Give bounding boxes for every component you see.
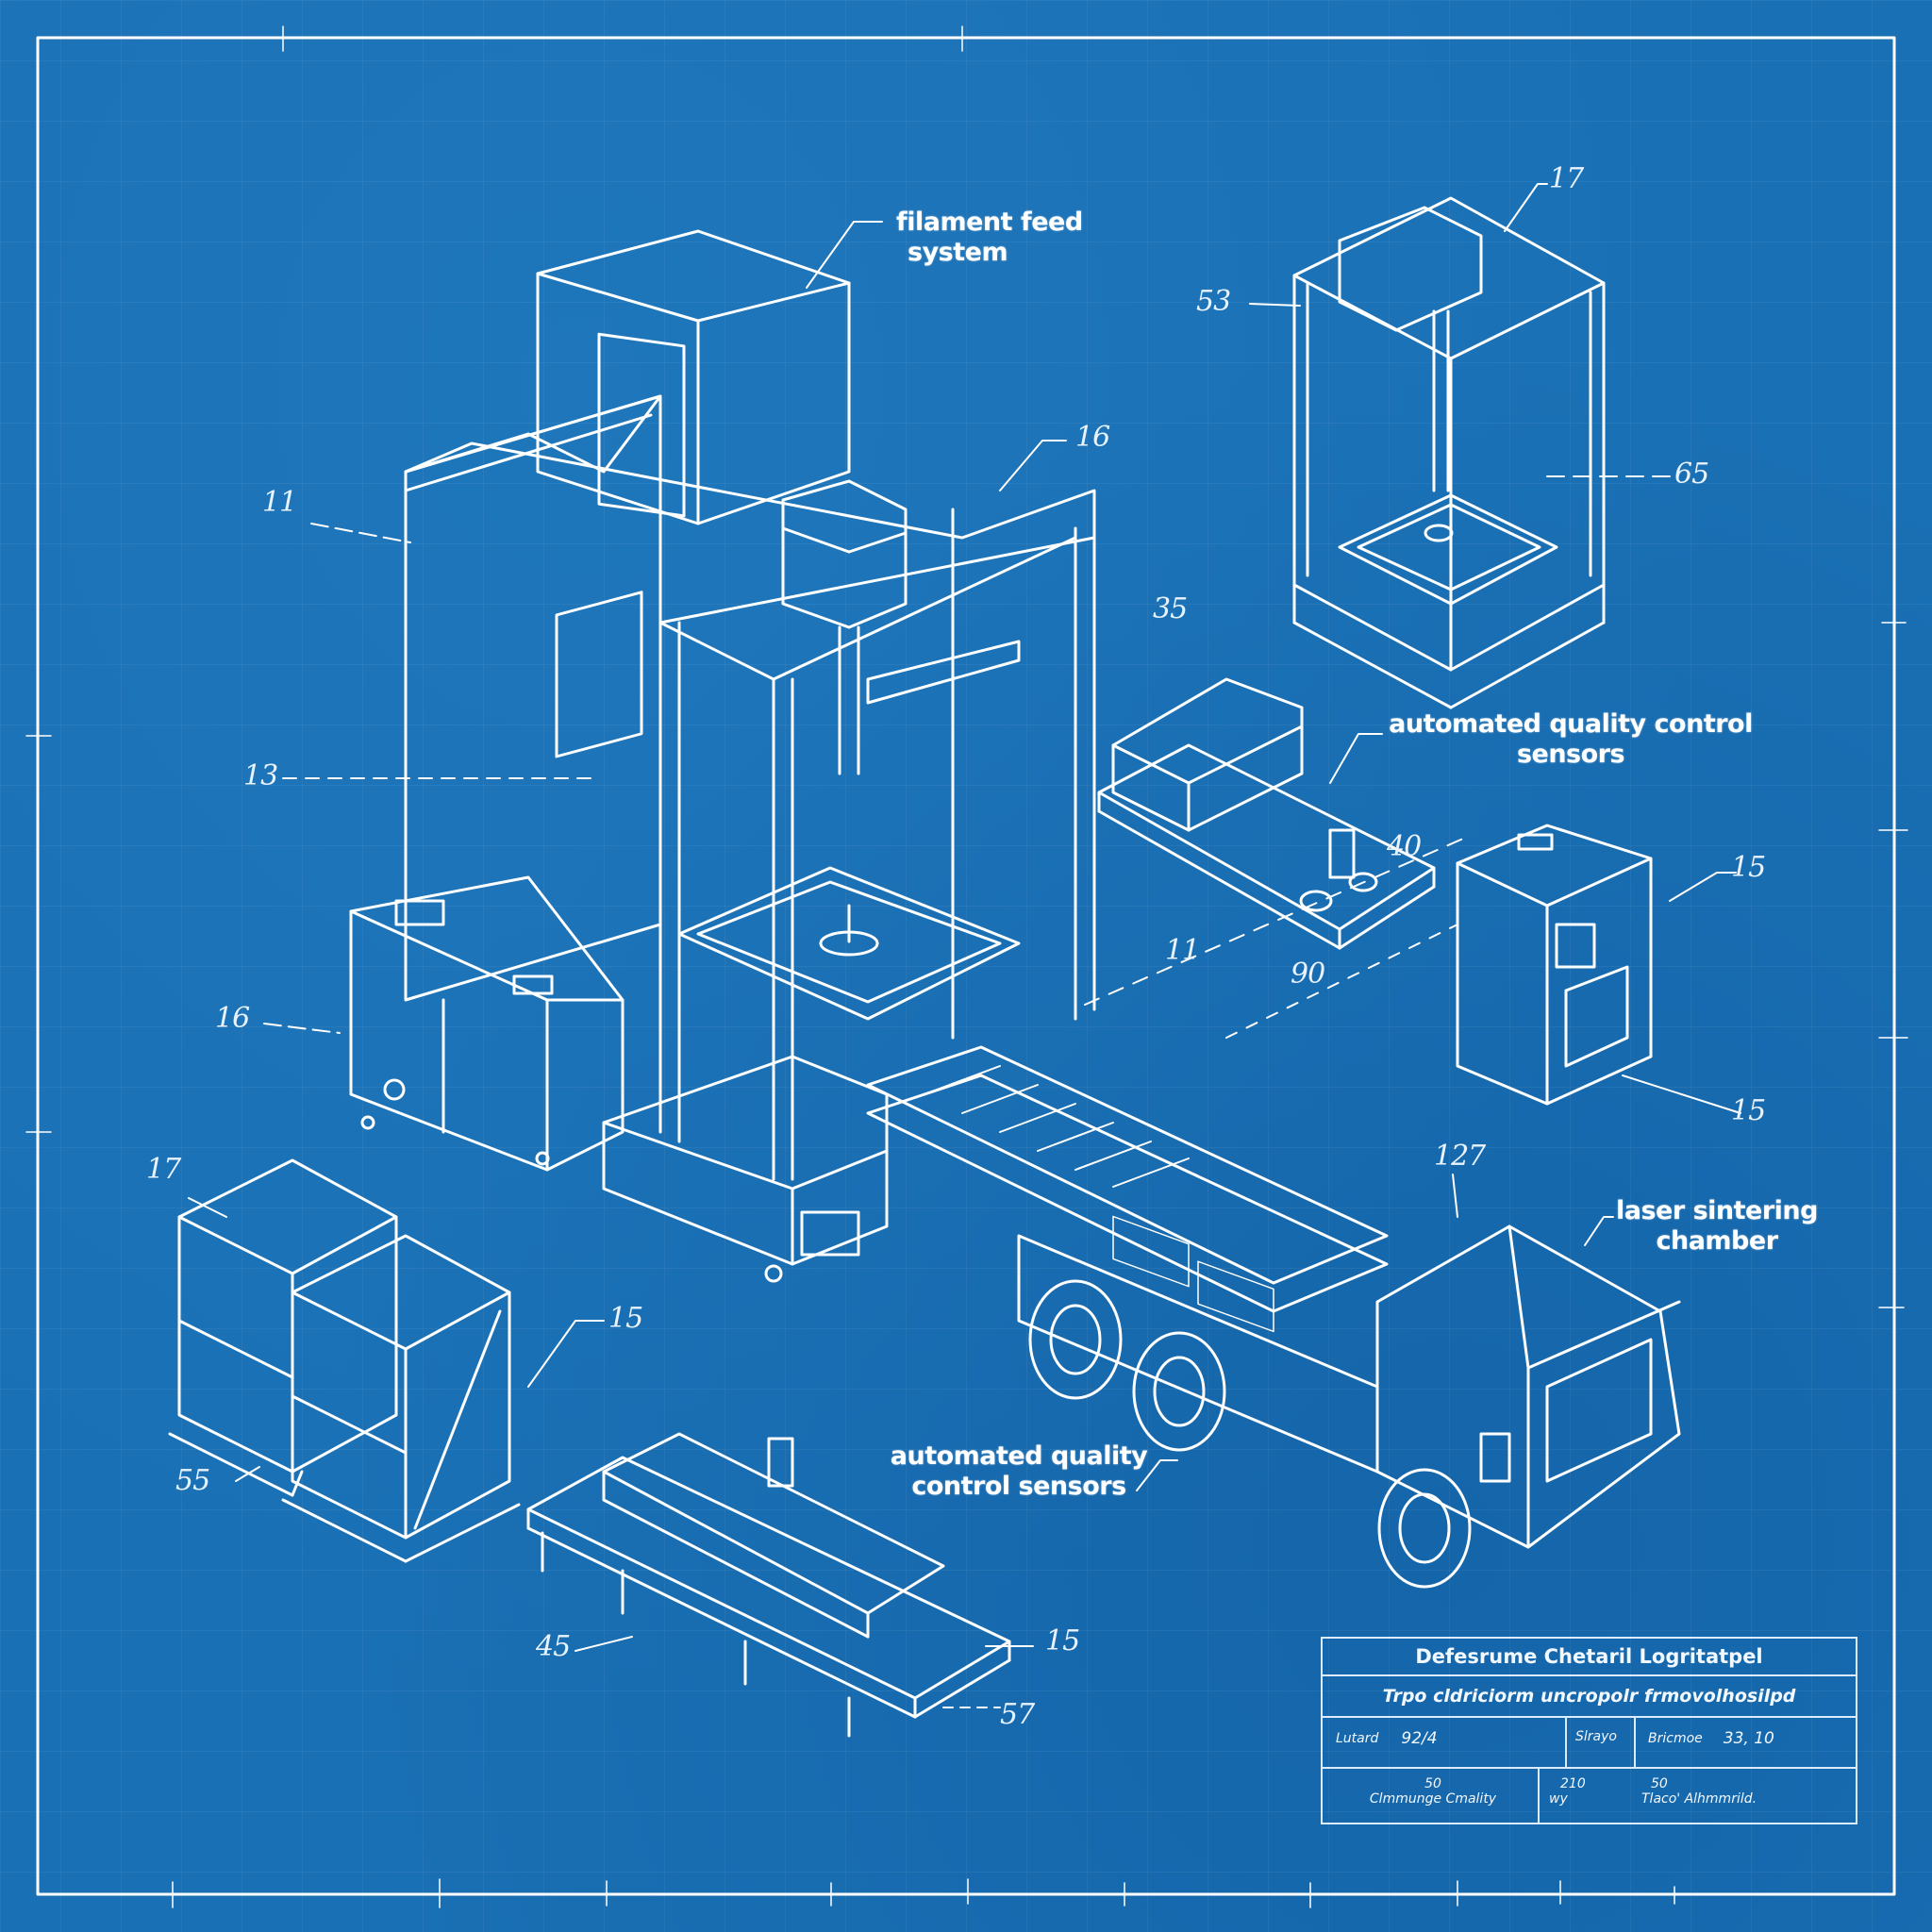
cell-label: Tlaco' Alhmmrild. [1641, 1791, 1757, 1807]
callout-line: control sensors [911, 1472, 1126, 1501]
callout-line: chamber [1656, 1226, 1778, 1256]
main-printer-machine [404, 229, 1096, 1283]
cell-label: Bricmoe [1648, 1731, 1703, 1746]
ref-number: 17 [146, 1153, 181, 1186]
leader-lines [188, 183, 1741, 1708]
cell-value: 50 [1424, 1776, 1441, 1791]
ref-number: 11 [1165, 934, 1200, 967]
callout-filament-feed-system: filament feed system [896, 208, 1083, 268]
ref-number: 15 [1045, 1624, 1080, 1657]
cell-label: Slrayo [1575, 1729, 1617, 1744]
ref-number: 15 [1731, 1094, 1766, 1127]
compact-printer [1292, 196, 1606, 709]
cell-value: 210 [1560, 1776, 1586, 1791]
ref-number: 11 [262, 486, 297, 519]
ref-number: 55 [175, 1464, 210, 1497]
cell-label: Lutard [1336, 1731, 1379, 1746]
qc-sensor-platform [1097, 677, 1436, 950]
ref-number: 15 [1731, 851, 1766, 884]
title-block-cell: 50 Tlaco' Alhmmrild. [1641, 1776, 1757, 1807]
ref-number: 13 [243, 759, 278, 792]
ref-number: 65 [1674, 458, 1709, 491]
ref-number: 17 [1549, 162, 1584, 195]
cell-label: Clmmunge Cmality [1369, 1791, 1497, 1807]
ref-number: 53 [1196, 285, 1231, 318]
title-block-row-1 [1323, 1718, 1856, 1769]
delivery-truck [1017, 1215, 1681, 1589]
title-block-title: Defesrume Chetaril Logritatpel [1323, 1639, 1856, 1676]
title-block-cell: 210 wy [1549, 1776, 1586, 1807]
callout-laser-sintering-chamber: laser sintering chamber [1608, 1196, 1825, 1257]
title-block-cell: 50 Clmmunge Cmality [1334, 1776, 1532, 1807]
callout-qc-sensors-top: automated quality control sensors [1382, 709, 1759, 770]
cell-value: 50 [1651, 1776, 1668, 1791]
title-block-cell: Bricmoe 33, 10 [1648, 1729, 1774, 1748]
cell-value: 33, 10 [1723, 1729, 1774, 1748]
callout-line: laser sintering [1616, 1196, 1818, 1225]
conveyor-belt [866, 1045, 1389, 1313]
ref-number: 127 [1434, 1140, 1486, 1173]
title-block: Defesrume Chetaril Logritatpel Trpo cldr… [1321, 1637, 1857, 1824]
ref-number: 16 [1075, 421, 1110, 454]
callout-qc-sensors-bottom: automated quality control sensors [882, 1441, 1156, 1502]
callout-line: system [908, 238, 1008, 267]
shipping-crates [168, 1158, 521, 1563]
title-block-subtitle: Trpo cldriciorm uncropolr frmovolhosilpd [1323, 1676, 1856, 1718]
ref-number: 57 [1000, 1698, 1035, 1731]
ref-number: 90 [1291, 958, 1325, 991]
ref-number: 35 [1153, 592, 1188, 625]
drawing-border [25, 25, 1908, 1908]
cell-value: 92/4 [1401, 1729, 1438, 1748]
callout-line: automated quality control [1389, 709, 1753, 739]
callout-line: automated quality [890, 1441, 1148, 1471]
ref-number: 15 [608, 1302, 643, 1335]
cell-label: wy [1549, 1791, 1568, 1807]
title-block-divider [1634, 1718, 1636, 1769]
title-block-divider [1538, 1769, 1540, 1823]
callout-line: filament feed [896, 208, 1083, 237]
ref-number: 16 [215, 1002, 250, 1035]
ref-number: 40 [1387, 830, 1422, 863]
title-block-cell: Lutard 92/4 [1336, 1729, 1438, 1748]
sensor-fixture [526, 1432, 1011, 1738]
control-cabinet [349, 875, 625, 1172]
ref-number: 45 [536, 1630, 571, 1663]
title-block-divider [1565, 1718, 1567, 1769]
title-block-cell: Slrayo [1575, 1729, 1617, 1744]
callout-line: sensors [1516, 740, 1625, 769]
sensor-cabinet [1456, 824, 1653, 1106]
